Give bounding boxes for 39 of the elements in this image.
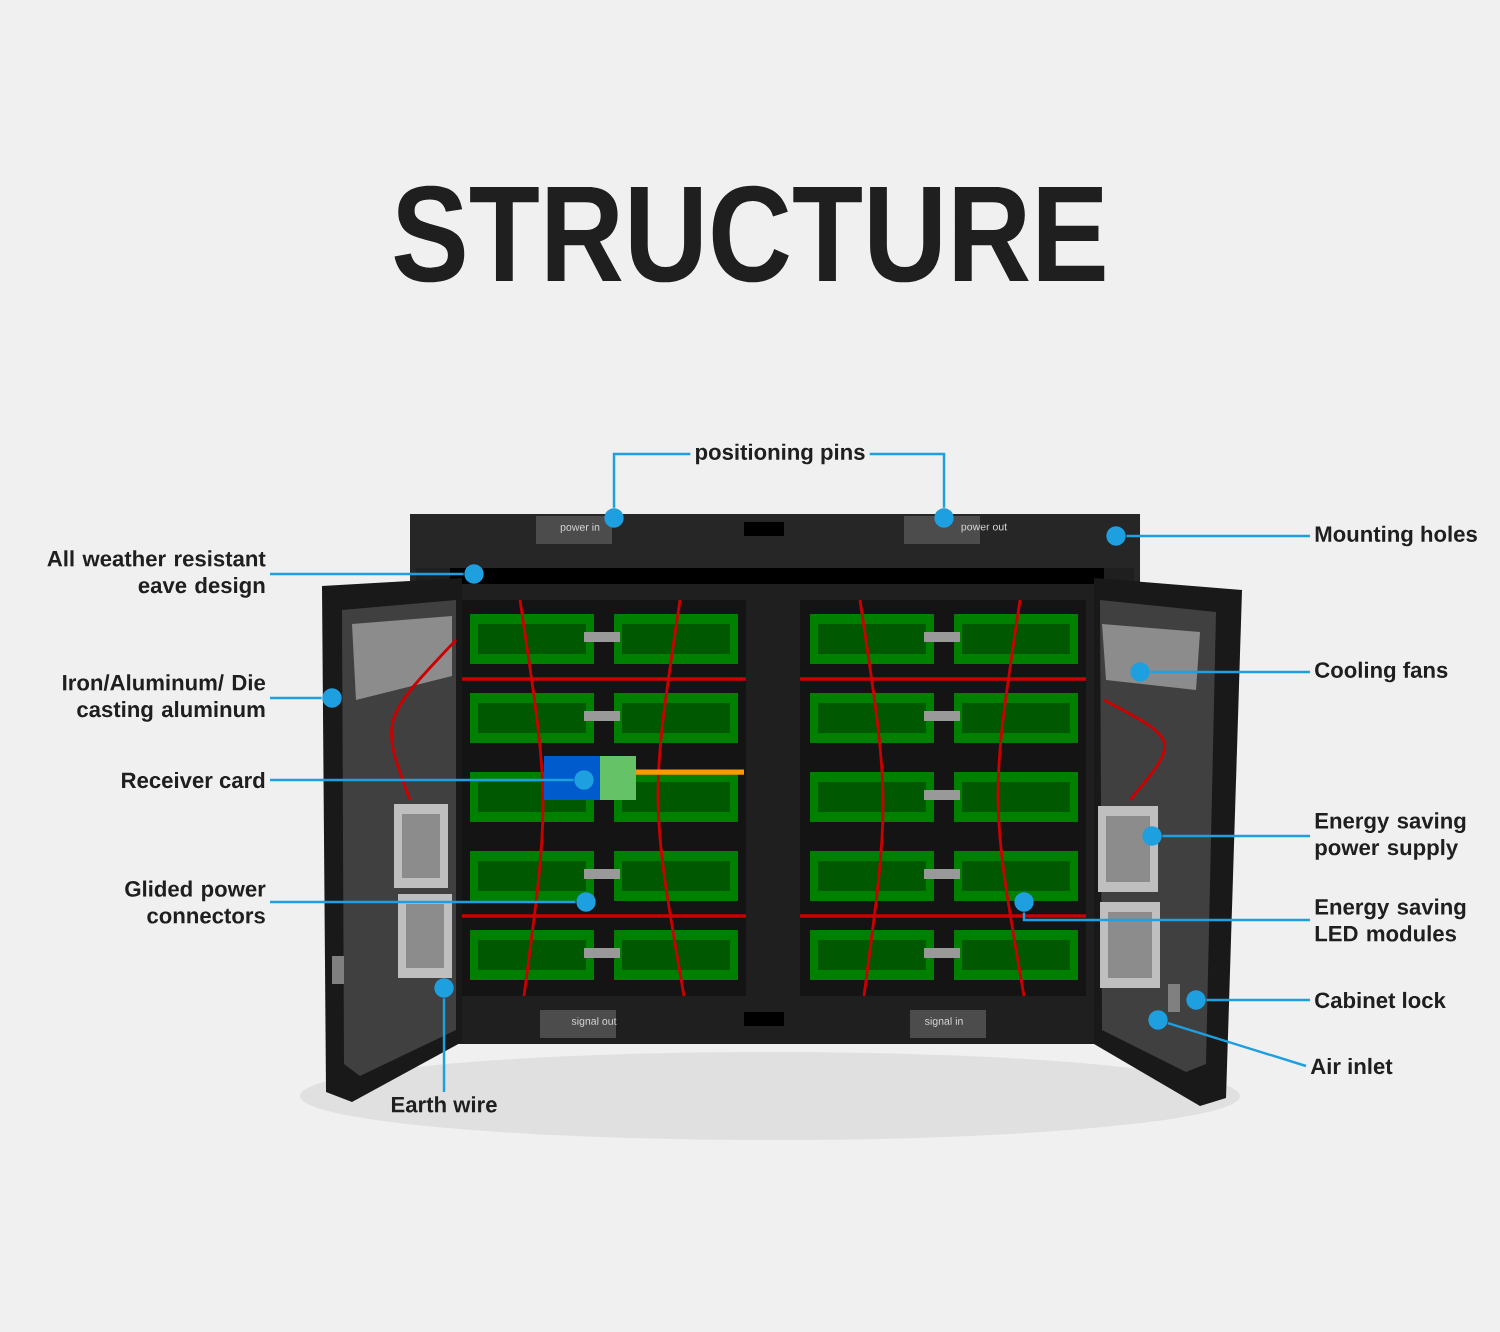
- leader-line: [1206, 998, 1310, 1002]
- leader-line: [270, 778, 574, 782]
- callout-label: Mounting holes: [1315, 525, 1477, 547]
- callout-label: Receiver card: [122, 771, 265, 789]
- marker-dot: [576, 892, 596, 912]
- leader-line: [442, 998, 446, 1092]
- callout-label: Cabinet lock: [1315, 991, 1446, 1009]
- callout-label: Energy saving power supply: [1315, 812, 1466, 860]
- marker-dot: [934, 508, 954, 528]
- callout-label: positioning pins: [696, 443, 865, 465]
- leader-line: [1167, 1021, 1307, 1068]
- marker-dot: [434, 978, 454, 998]
- leader-line: [869, 452, 946, 508]
- callout-label: All weather resistant eave design: [47, 550, 266, 598]
- marker-dot: [1014, 892, 1034, 912]
- leader-line: [1126, 534, 1310, 538]
- title: STRUCTURE: [394, 185, 1105, 283]
- marker-dot: [574, 770, 594, 790]
- leader-line: [270, 572, 464, 576]
- marker-dot: [464, 564, 484, 584]
- marker-dot: [1130, 662, 1150, 682]
- marker-dot: [604, 508, 624, 528]
- marker-dot: [322, 688, 342, 708]
- marker-dot: [1106, 526, 1126, 546]
- leader-line: [1150, 670, 1310, 674]
- leader-line: [270, 696, 322, 700]
- marker-dot: [1186, 990, 1206, 1010]
- callout-label: Energy saving LED modules: [1315, 898, 1466, 942]
- callout-label: Iron/Aluminum/ Die casting aluminum: [63, 674, 266, 722]
- leader-line: [612, 452, 691, 508]
- marker-dot: [1148, 1010, 1168, 1030]
- callout-label: Air inlet: [1310, 1057, 1393, 1075]
- leader-line: [1162, 834, 1310, 838]
- callout-label: Cooling fans: [1315, 661, 1448, 683]
- callout-label: Earth wire: [392, 1096, 497, 1113]
- marker-dot: [1142, 826, 1162, 846]
- leader-line: [1022, 912, 1310, 922]
- leader-line: [270, 900, 576, 904]
- callout-label: Glided power connectors: [125, 880, 266, 924]
